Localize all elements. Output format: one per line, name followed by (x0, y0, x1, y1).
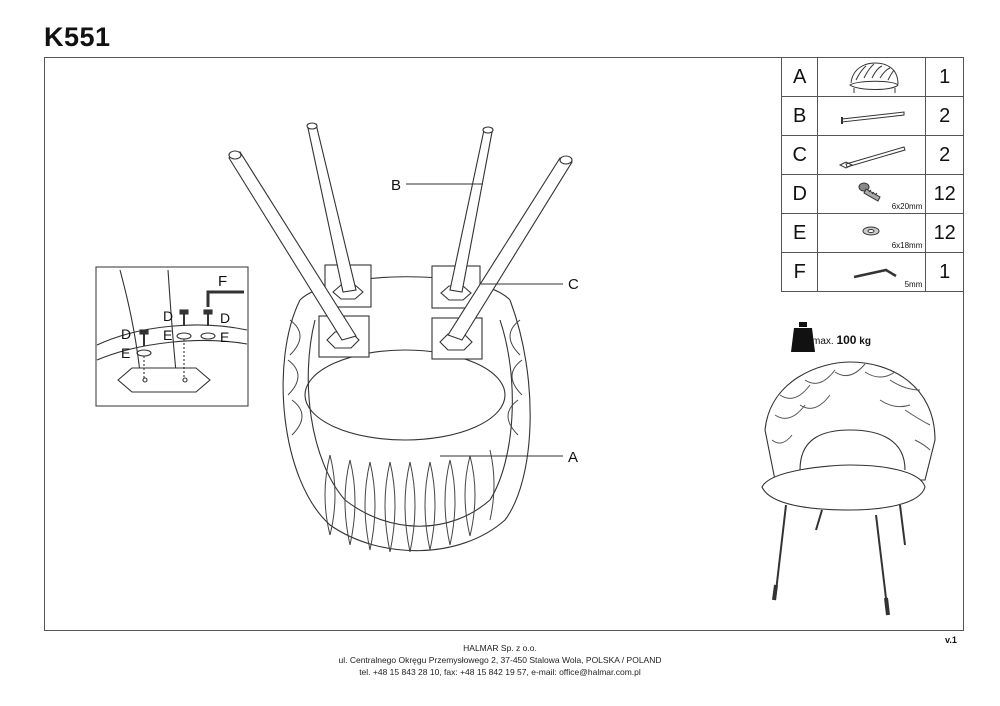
part-letter: C (780, 135, 819, 175)
callout-E-left: E (121, 345, 130, 361)
part-qty: 2 (925, 135, 964, 175)
part-dimension: 5mm (904, 280, 923, 289)
assembled-chair (761, 361, 936, 616)
callout-D-mid: D (163, 308, 173, 324)
footer-company: HALMAR Sp. z o.o. (463, 643, 537, 653)
part-qty: 12 (925, 174, 964, 214)
part-qty: 1 (925, 57, 964, 97)
callout-F-detail: F (218, 273, 227, 290)
callout-B: B (391, 177, 401, 194)
version-label: v.1 (945, 635, 957, 645)
footer-contact: tel. +48 15 843 28 10, fax: +48 15 842 1… (359, 667, 641, 677)
part-dimension: 6x18mm (891, 241, 923, 250)
callout-E-right: E (220, 329, 229, 345)
part-row-D: D 6x20mm 12 (780, 174, 964, 214)
leg-icon (817, 96, 927, 136)
part-letter: E (780, 213, 819, 253)
callout-E-mid: E (163, 327, 172, 343)
part-dimension: 6x20mm (891, 202, 923, 211)
part-letter: B (780, 96, 819, 136)
part-qty: 1 (925, 252, 964, 292)
weight-icon (791, 322, 815, 352)
part-letter: F (780, 252, 819, 292)
product-code-title: K551 (44, 22, 111, 52)
callout-D-right: D (220, 310, 230, 326)
leg-B-left (306, 122, 357, 293)
part-letter: A (780, 57, 819, 97)
part-row-F: F 5mm 1 (780, 252, 964, 292)
part-qty: 12 (925, 213, 964, 253)
part-row-E: E 6x18mm 12 (780, 213, 964, 253)
callout-A: A (568, 449, 578, 466)
callout-D-left: D (121, 326, 131, 342)
footer-address: ul. Centralnego Okręgu Przemysłowego 2, … (338, 655, 662, 665)
chair-seat-icon (817, 57, 927, 97)
part-row-C: C 2 (780, 135, 964, 175)
bolt-detail-mid (176, 309, 192, 378)
callout-C: C (568, 276, 579, 293)
bolt-detail-right (200, 309, 216, 340)
instruction-frame (44, 57, 964, 631)
bolt-icon: 6x20mm (817, 174, 927, 214)
part-qty: 2 (925, 96, 964, 136)
max-load-label: max. 100 kg (812, 333, 871, 347)
leg-C-right (447, 155, 573, 341)
max-load-value: 100 (836, 333, 857, 347)
chair-upside-down: B C A (228, 122, 579, 553)
max-load-prefix: max. (812, 336, 834, 347)
allen-key-icon: 5mm (817, 252, 927, 292)
parts-list-table: A 1 B 2 C 2 D (780, 57, 964, 292)
bolt-detail-left (136, 329, 152, 378)
detail-inset: F D E D E D E (95, 266, 249, 407)
leg-C-left (228, 150, 357, 341)
leg-with-plate-icon (817, 135, 927, 175)
part-letter: D (780, 174, 819, 214)
part-row-B: B 2 (780, 96, 964, 136)
leg-B-right (449, 126, 494, 293)
washer-icon: 6x18mm (817, 213, 927, 253)
part-row-A: A 1 (780, 57, 964, 97)
max-load-unit: kg (859, 336, 871, 347)
